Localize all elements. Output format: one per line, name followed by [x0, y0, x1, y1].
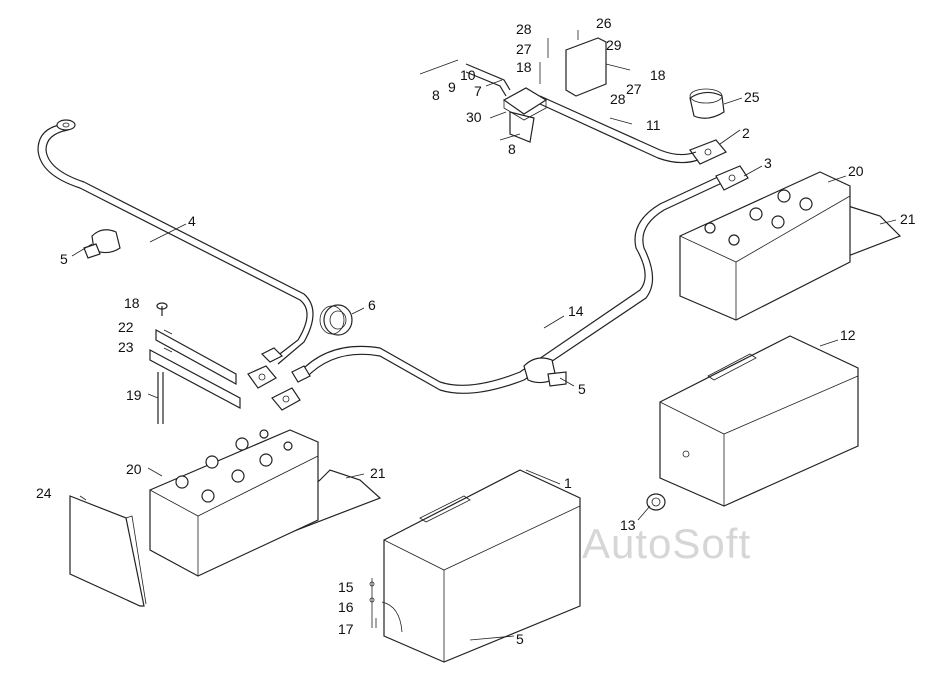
fasteners-15-16-17: [369, 578, 377, 628]
label-20-left: 20: [126, 461, 142, 477]
label-11: 11: [646, 117, 661, 133]
label-2: 2: [742, 125, 750, 141]
terminal-clamps-right: [689, 139, 749, 191]
label-17: 17: [338, 621, 354, 637]
label-26: 26: [596, 15, 612, 31]
label-8-top: 8: [432, 87, 440, 103]
label-16: 16: [338, 599, 354, 615]
battery-box-1: [381, 469, 581, 663]
label-21-right: 21: [900, 211, 916, 227]
terminal-clamps-left: [247, 347, 311, 411]
label-30: 30: [466, 109, 482, 125]
battery-box-12: [659, 335, 859, 507]
label-5-bottom: 5: [516, 631, 524, 647]
label-28-top: 28: [516, 21, 532, 37]
label-28-right: 28: [610, 91, 626, 107]
label-25: 25: [744, 89, 760, 105]
label-18-right: 18: [650, 67, 666, 83]
cable-14: [299, 175, 725, 394]
label-15: 15: [338, 579, 354, 595]
cable-4: [37, 119, 314, 365]
label-4: 4: [188, 213, 196, 229]
label-14: 14: [568, 303, 584, 319]
label-12: 12: [840, 327, 856, 343]
label-7: 7: [474, 83, 482, 99]
leader-lines: [71, 79, 897, 641]
label-18-bracket: 18: [124, 295, 140, 311]
hold-down-bracket: [149, 302, 241, 424]
label-6: 6: [368, 297, 376, 313]
cover-panel-24: [69, 495, 147, 607]
watermark-text: AutoSoft: [582, 520, 752, 567]
label-8-bottom: 8: [508, 141, 516, 157]
bracket-29: [539, 30, 631, 97]
label-29: 29: [606, 37, 622, 53]
cable-11: [539, 95, 699, 164]
label-23: 23: [118, 339, 134, 355]
battery-20-right: [679, 171, 902, 321]
label-5-left: 5: [60, 251, 68, 267]
label-19: 19: [126, 387, 142, 403]
cable-clamp-5-left: [83, 229, 121, 259]
label-22: 22: [118, 319, 134, 335]
label-9: 9: [448, 79, 456, 95]
grommet-13: [646, 493, 666, 511]
callout-labels: 1 2 3 4 5 5 5 6 7 8 8 9 10 11 12 13 14 1…: [36, 15, 916, 647]
label-21-left: 21: [370, 465, 386, 481]
label-20-right: 20: [848, 163, 864, 179]
label-3: 3: [764, 155, 772, 171]
terminal-cap-25: [689, 88, 725, 119]
label-27-right: 27: [626, 81, 642, 97]
label-5-center: 5: [578, 381, 586, 397]
battery-switch-30: [419, 59, 548, 143]
label-1: 1: [564, 475, 572, 491]
label-24: 24: [36, 485, 52, 501]
label-13: 13: [620, 517, 636, 533]
cable-clamp-5-center: [523, 357, 567, 387]
label-18-top: 18: [516, 59, 532, 75]
grommet-6: [319, 304, 353, 336]
label-10: 10: [460, 67, 476, 83]
battery-20-left: [149, 429, 382, 577]
label-27-top: 27: [516, 41, 532, 57]
